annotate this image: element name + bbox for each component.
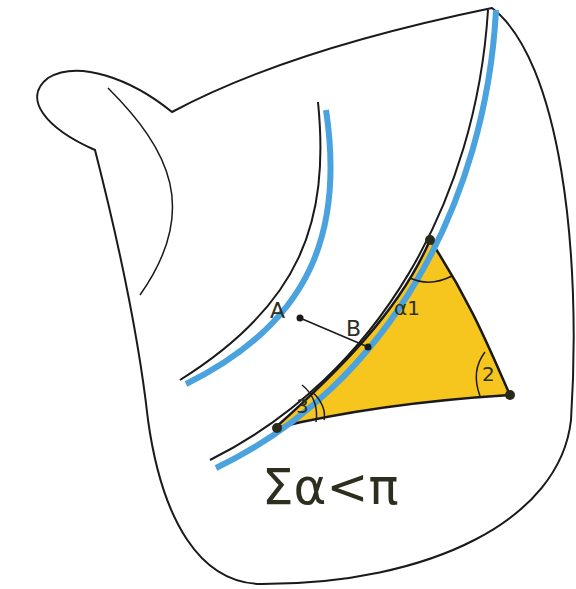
formula-label: Σα<π [262,462,399,512]
angle-label: 2 [482,364,495,384]
angle-label: α1 [394,298,420,318]
point-label: A [270,300,285,322]
angle-label: 3 [296,396,309,416]
point-label: B [346,318,361,340]
